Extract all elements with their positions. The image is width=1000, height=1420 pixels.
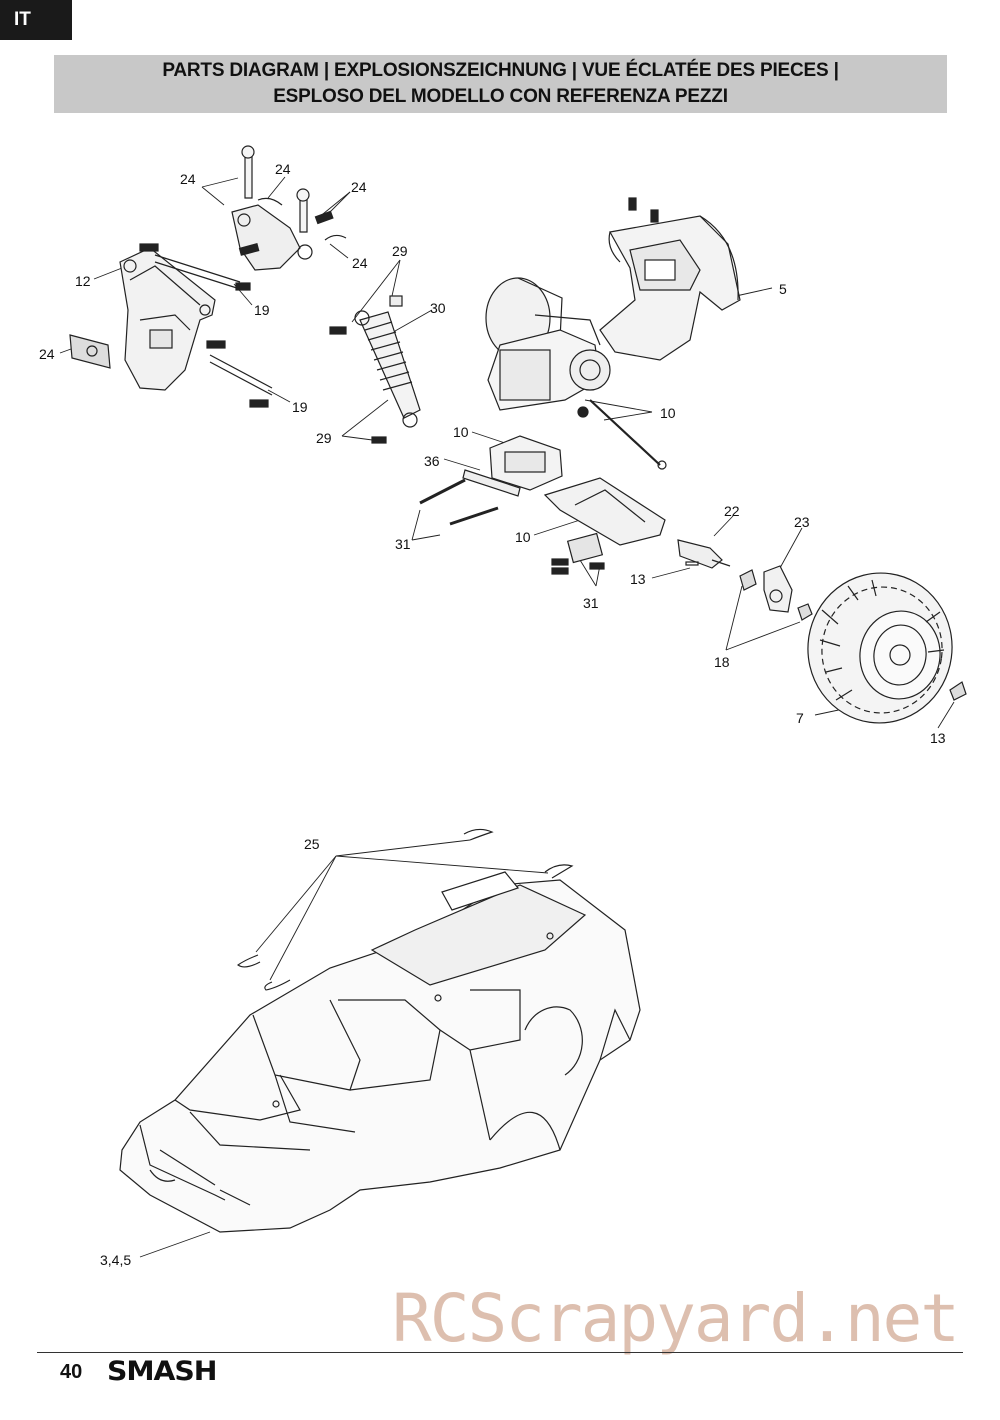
callout-18: 18 [714, 654, 730, 670]
callout-19: 19 [292, 399, 308, 415]
callout-7: 7 [796, 710, 804, 726]
watermark: RCScrapyard.net [392, 1280, 960, 1357]
callout-10: 10 [453, 424, 469, 440]
callout-24: 24 [39, 346, 55, 362]
callout-31: 31 [583, 595, 599, 611]
callout-22: 22 [724, 503, 740, 519]
title-line-1: PARTS DIAGRAM | EXPLOSIONSZEICHNUNG | VU… [162, 60, 839, 81]
callout-24: 24 [180, 171, 196, 187]
callout-5: 5 [779, 281, 787, 297]
title-banner: PARTS DIAGRAM | EXPLOSIONSZEICHNUNG | VU… [54, 55, 947, 113]
callout-30: 30 [430, 300, 446, 316]
callout-24: 24 [351, 179, 367, 195]
callout-19: 19 [254, 302, 270, 318]
language-tab: IT [0, 0, 72, 40]
suspension-arms [419, 399, 667, 575]
brand-logo: SMASH [107, 1356, 218, 1387]
callout-36: 36 [424, 453, 440, 469]
callout-10: 10 [660, 405, 676, 421]
callout-24: 24 [275, 161, 291, 177]
callout-13: 13 [630, 571, 646, 587]
axle-hub [677, 539, 813, 621]
callout-12: 12 [75, 273, 91, 289]
callout-3-4-5: 3,4,5 [100, 1252, 132, 1268]
callout-29: 29 [392, 243, 408, 259]
language-label: IT [14, 9, 31, 30]
callout-24: 24 [352, 255, 368, 271]
body-shell [119, 828, 641, 1233]
wheel-tire [807, 572, 967, 724]
gearbox [485, 277, 611, 411]
shock-absorber [329, 295, 421, 444]
callout-29: 29 [316, 430, 332, 446]
callout-25: 25 [304, 836, 320, 852]
callout-31: 31 [395, 536, 411, 552]
shock-tower-assembly [69, 145, 347, 408]
callout-13: 13 [930, 730, 946, 746]
title-line-2: ESPLOSO DEL MODELLO CON REFERENZA PEZZI [273, 86, 728, 107]
page-number: 40 [60, 1361, 83, 1383]
callout-23: 23 [794, 514, 810, 530]
rear-bumper-chassis [599, 197, 741, 361]
callout-10: 10 [515, 529, 531, 545]
footer-divider [37, 1352, 963, 1353]
